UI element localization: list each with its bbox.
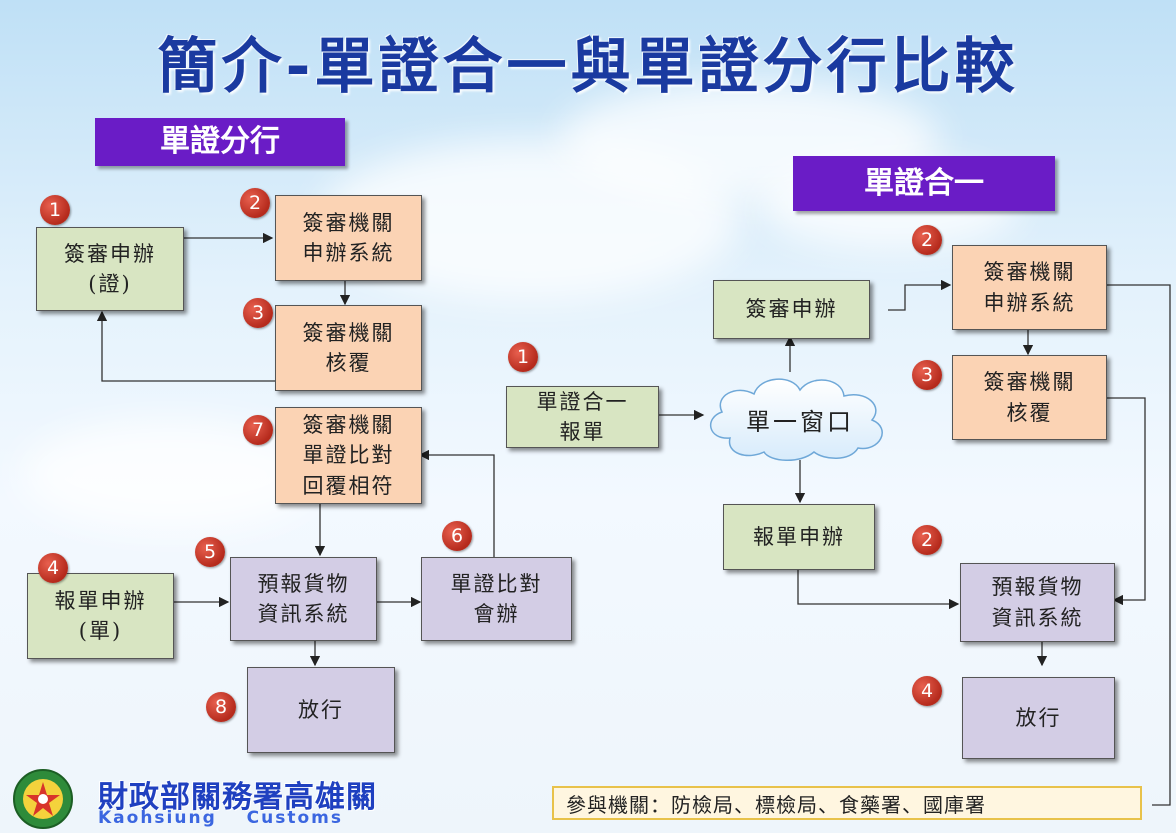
step-badge: 1 (508, 342, 538, 372)
step-badge: 5 (195, 537, 225, 567)
step-badge: 6 (442, 521, 472, 551)
step-badge: 2 (912, 525, 942, 555)
release-box: 放行 (247, 667, 395, 753)
single-window-label: 單一窗口 (746, 408, 854, 436)
agency-approve-box: 簽審機關 核覆 (275, 305, 422, 391)
step-badge: 8 (206, 692, 236, 722)
single-window-cloud (710, 378, 883, 461)
participating-agencies-note: 參與機關：防檢局、標檢局、食藥署、國庫署 (552, 786, 1142, 820)
single-declare-box: 單證合一 報單 (506, 386, 659, 448)
header-separate: 單證分行 (95, 118, 345, 166)
apply-box-right: 簽審申辦 (713, 280, 870, 339)
org-name-en: Kaohsiung Customs (98, 808, 344, 828)
step-badge: 4 (38, 553, 68, 583)
precargo-box: 預報貨物 資訊系統 (230, 557, 377, 641)
step-badge: 4 (912, 676, 942, 706)
step-badge: 2 (240, 188, 270, 218)
precargo-box-right: 預報貨物 資訊系統 (960, 563, 1115, 642)
customs-logo (13, 769, 73, 829)
compare-joint-box: 單證比對 會辦 (421, 557, 572, 641)
org-name-zh: 財政部關務署高雄關 (98, 780, 377, 815)
release-box-right: 放行 (962, 677, 1115, 759)
agency-approve-box-right: 簽審機關 核覆 (952, 355, 1107, 440)
apply-cert-box: 簽審申辦 (證) (36, 227, 184, 311)
declare-box: 報單申辦 (單) (27, 573, 174, 659)
header-single: 單證合一 (793, 156, 1055, 211)
step-badge: 3 (912, 360, 942, 390)
agency-system-box-right: 簽審機關 申辦系統 (952, 245, 1107, 330)
declare-box-right: 報單申辦 (723, 504, 875, 570)
step-badge: 7 (243, 415, 273, 445)
step-badge: 1 (40, 195, 70, 225)
step-badge: 2 (912, 225, 942, 255)
agency-compare-box: 簽審機關 單證比對 回覆相符 (275, 407, 422, 504)
agency-system-box: 簽審機關 申辦系統 (275, 195, 422, 281)
step-badge: 3 (243, 298, 273, 328)
page-title: 簡介-單證合一與單證分行比較 (157, 32, 1019, 102)
